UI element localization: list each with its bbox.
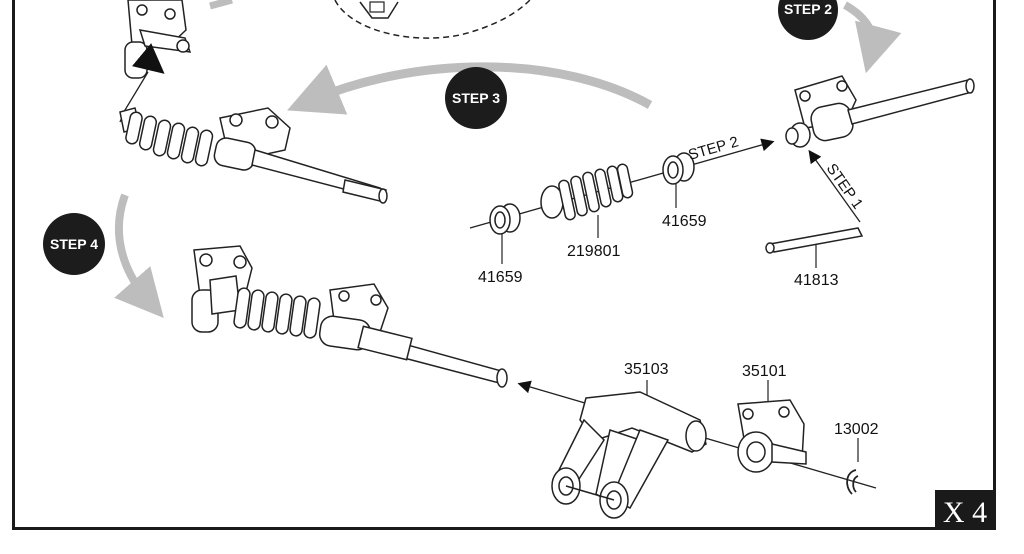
part-label-13002: 13002 <box>834 421 879 438</box>
boot-219801 <box>540 163 634 221</box>
leader-lines <box>501 184 859 462</box>
boot-bellows-2 <box>233 287 321 339</box>
bushing-41659-right <box>662 152 695 185</box>
svg-text:STEP 4: STEP 4 <box>50 236 98 252</box>
part-label-41659-right: 41659 <box>662 213 707 230</box>
pin-41813 <box>765 227 864 254</box>
boot-bellows-1 <box>125 111 214 167</box>
svg-text:STEP 2: STEP 2 <box>784 1 832 17</box>
curved-arrow-top-left <box>209 0 233 10</box>
part-label-41813: 41813 <box>794 272 839 289</box>
quantity-badge: X 4 <box>935 490 996 530</box>
part-label-35101: 35101 <box>742 363 787 380</box>
top-right-shaft-assembly <box>785 75 975 148</box>
curved-arrow-step3 <box>287 62 653 115</box>
curved-arrow-step4 <box>114 193 164 319</box>
detail-callout <box>334 0 531 39</box>
svg-text:X 4: X 4 <box>943 496 987 529</box>
part-label-35103: 35103 <box>624 361 669 378</box>
bushing-41659-left <box>489 203 521 235</box>
step1-arrow-line <box>808 149 861 223</box>
part-label-219801: 219801 <box>567 243 620 260</box>
part-label-41659-left: 41659 <box>478 269 523 286</box>
top-left-bracket <box>124 0 192 79</box>
bracket-35101 <box>737 399 807 473</box>
step4-badge: STEP 4 <box>43 213 105 275</box>
top-left-shaft-assembly <box>119 107 388 204</box>
clip-13002 <box>846 469 859 495</box>
step3-badge: STEP 3 <box>445 67 507 129</box>
step2-badge: STEP 2 <box>778 0 838 40</box>
svg-text:STEP 3: STEP 3 <box>452 90 500 106</box>
diagram-frame <box>12 0 996 530</box>
step1-line-label: STEP 1 <box>823 161 866 213</box>
bottom-shaft-assembly <box>191 245 508 388</box>
curved-arrow-step2 <box>842 1 902 74</box>
swing-arm-35103 <box>551 391 707 519</box>
